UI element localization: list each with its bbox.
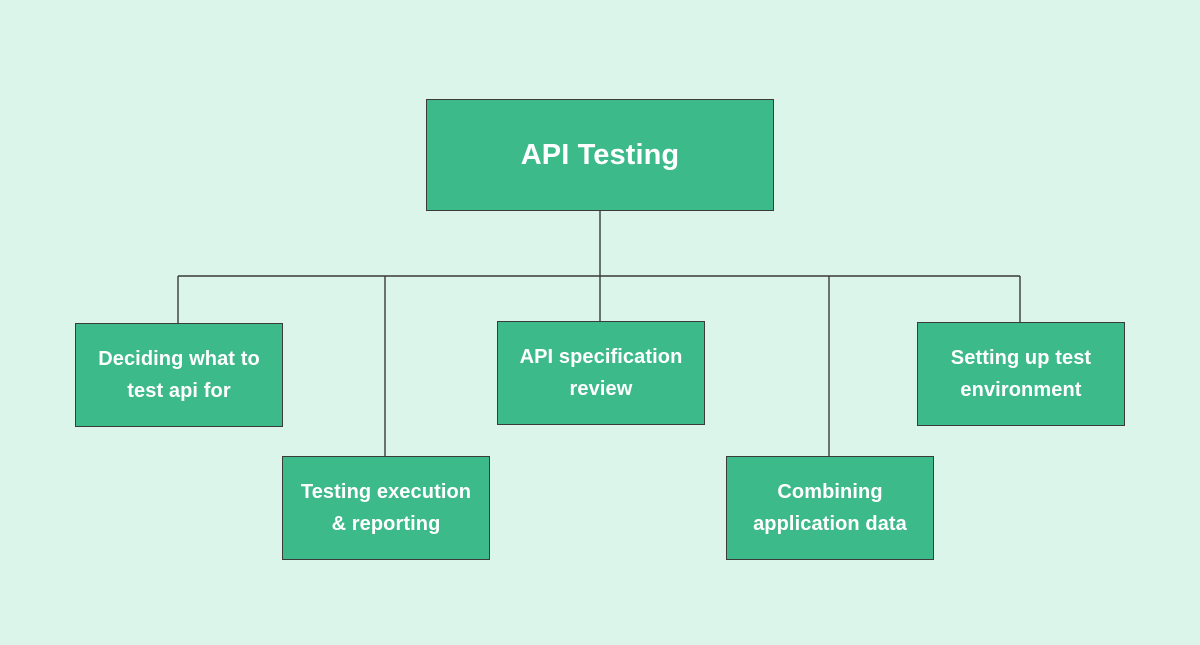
node-deciding-what-to-test: Deciding what to test api for: [75, 323, 283, 427]
root-node-api-testing: API Testing: [426, 99, 774, 211]
node-combining-application-data: Combining application data: [726, 456, 934, 560]
node-label: Deciding what to test api for: [98, 348, 260, 402]
node-setting-up-test-environment: Setting up test environment: [917, 322, 1125, 426]
node-label: Combining application data: [753, 481, 907, 535]
node-label: Setting up test environment: [950, 347, 1092, 401]
node-testing-execution-reporting: Testing execution & reporting: [282, 456, 490, 560]
root-node-label: API Testing: [520, 139, 680, 171]
node-api-specification-review: API specification review: [497, 321, 705, 425]
node-label: Testing execution & reporting: [300, 481, 472, 535]
node-label: API specification review: [519, 346, 683, 400]
